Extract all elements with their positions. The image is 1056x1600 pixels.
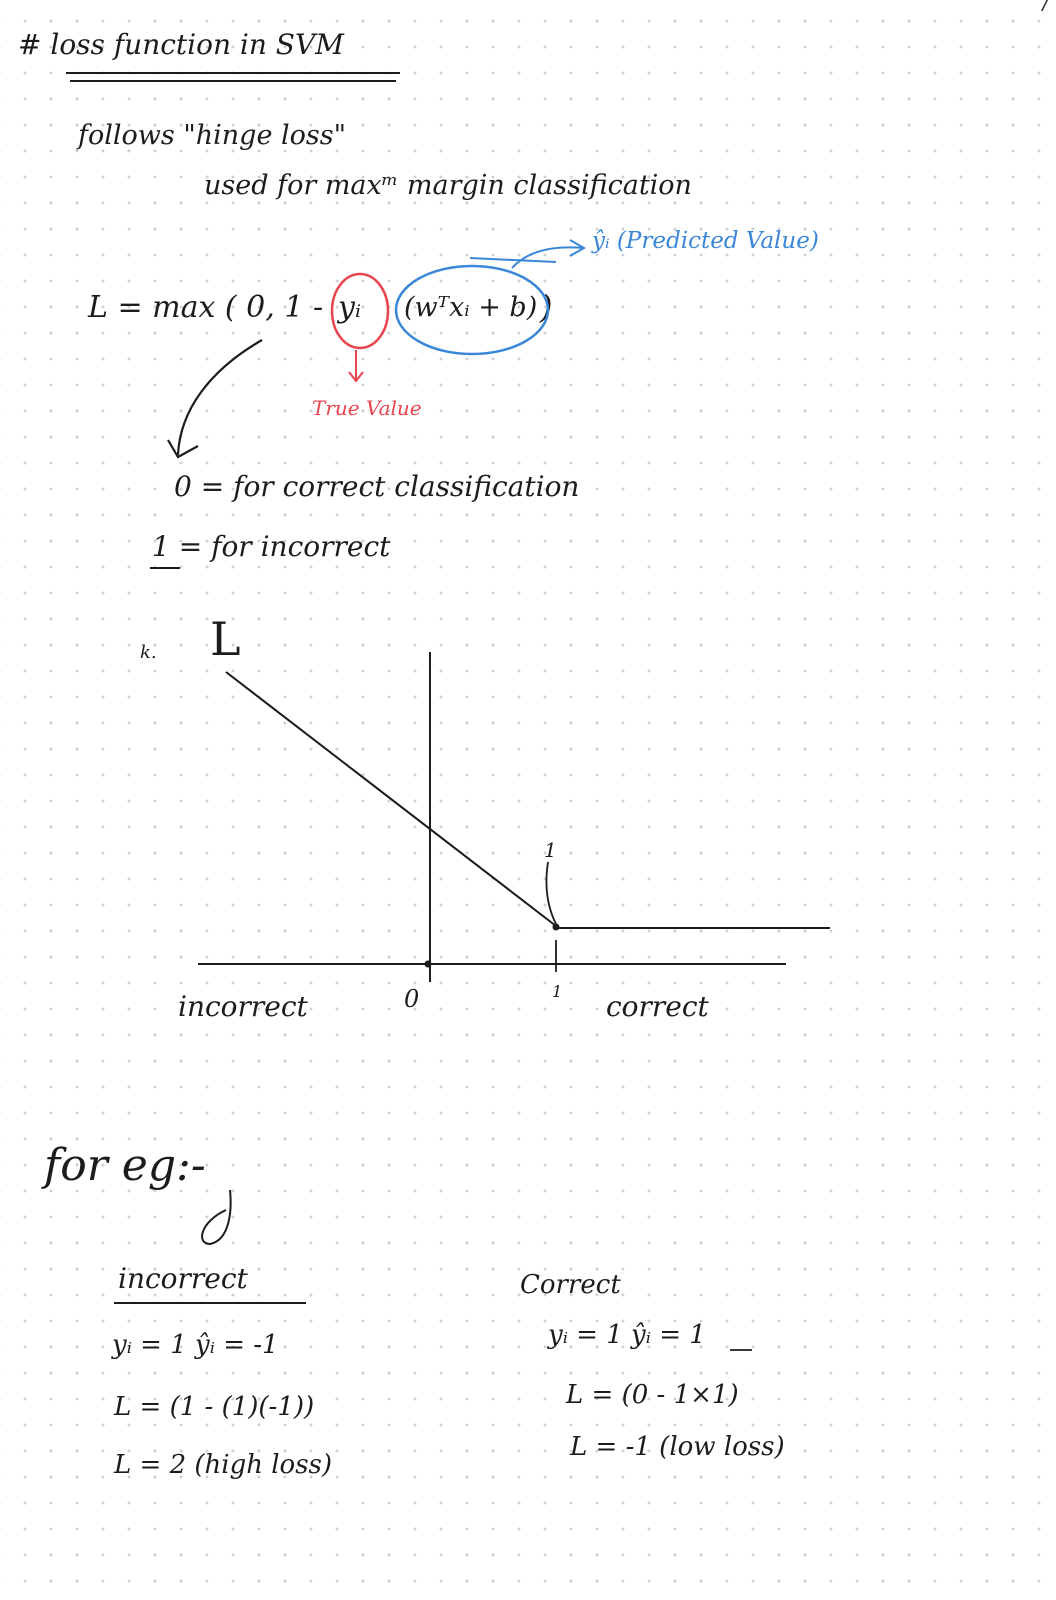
true-value-circle <box>330 272 390 350</box>
graph-side-note: k. <box>140 642 157 663</box>
formula-close-paren: ) <box>540 288 553 326</box>
graph-correct-label: correct <box>606 990 709 1023</box>
prediction-arrow-line <box>469 257 557 263</box>
correct-example-line-1: yᵢ = 1 ŷᵢ = 1 <box>548 1320 706 1350</box>
eg-loop <box>201 1189 232 1246</box>
incorrect-example-title: incorrect <box>118 1262 248 1295</box>
hinge-point <box>552 923 560 931</box>
formula-to-cases-arrowhead <box>167 439 199 459</box>
origin-point <box>424 960 432 968</box>
page-corner-mark: / <box>1042 0 1050 15</box>
prediction-arrow <box>511 246 585 269</box>
prediction-arrowhead <box>569 239 587 257</box>
prediction-term: (wᵀxᵢ + b) <box>404 292 538 323</box>
graph-one-label: 1 <box>544 838 557 862</box>
graph-incorrect-label: incorrect <box>178 990 308 1023</box>
loss-formula-lhs: L = max ( 0, 1 - <box>88 290 324 325</box>
example-heading: for eg:- <box>44 1140 206 1191</box>
graph-origin-label: 0 <box>404 985 420 1013</box>
prediction-circle <box>394 264 550 356</box>
case-correct: 0 = for correct classification <box>174 470 580 503</box>
graph-y-label: L <box>210 612 241 666</box>
intro-line-1: follows "hinge loss" <box>78 120 347 151</box>
incorrect-example-line-1: yᵢ = 1 ŷᵢ = -1 <box>112 1330 279 1360</box>
intro-line-2: used for maxᵐ margin classification <box>204 170 692 201</box>
page-title: # loss function in SVM <box>18 28 344 61</box>
predicted-value-annotation: ŷᵢ (Predicted Value) <box>592 228 819 254</box>
incorrect-title-underline <box>114 1302 306 1304</box>
title-underline-2 <box>70 80 396 82</box>
correct-example-title: Correct <box>520 1270 621 1300</box>
true-value-arrowhead <box>348 371 364 383</box>
hinge-loss-slope <box>225 671 557 927</box>
true-value-annotation: True Value <box>312 396 422 420</box>
case-incorrect: 1 = for incorrect <box>152 530 391 563</box>
title-underline <box>66 72 400 74</box>
incorrect-example-line-2: L = (1 - (1)(-1)) <box>114 1392 315 1422</box>
formula-to-cases-arrow <box>176 339 263 456</box>
hinge-pointer-curve <box>545 861 557 925</box>
correct-example-line-2: L = (0 - 1×1) <box>566 1380 739 1410</box>
graph-tick-label: 1 <box>552 982 563 1001</box>
true-label-term: yᵢ <box>338 290 361 325</box>
correct-example-line-3: L = -1 (low loss) <box>570 1432 785 1462</box>
incorrect-example-line-3: L = 2 (high loss) <box>114 1450 333 1480</box>
